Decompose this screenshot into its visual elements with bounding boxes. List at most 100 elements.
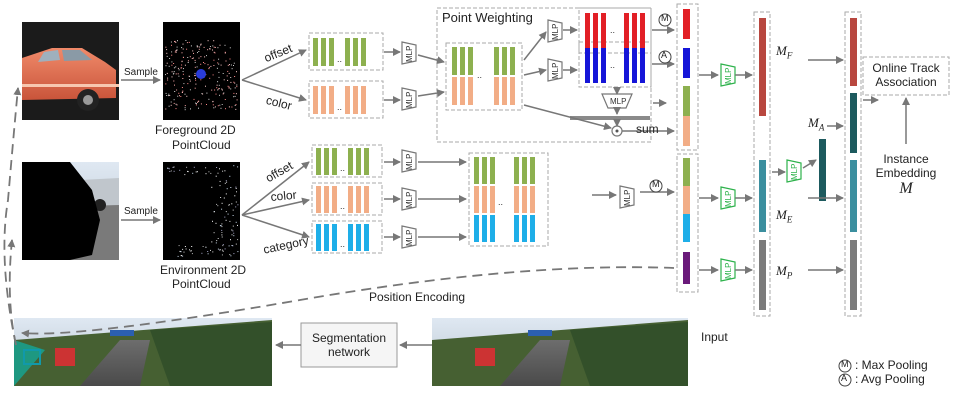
concat-bar-blue bbox=[683, 48, 690, 78]
point bbox=[190, 45, 192, 47]
point bbox=[221, 236, 223, 238]
point bbox=[188, 41, 190, 43]
point bbox=[236, 71, 237, 73]
feature-bar bbox=[585, 13, 590, 48]
point bbox=[196, 103, 197, 105]
point bbox=[212, 251, 214, 253]
legend-avg-symbol: A bbox=[841, 373, 848, 383]
point bbox=[186, 42, 188, 44]
point bbox=[228, 87, 230, 89]
feature-bar bbox=[356, 224, 361, 251]
point bbox=[230, 64, 232, 66]
point bbox=[218, 63, 220, 65]
point bbox=[233, 96, 235, 98]
sample-label-top: Sample bbox=[124, 67, 158, 78]
point bbox=[214, 106, 216, 108]
point bbox=[227, 70, 229, 72]
point bbox=[177, 73, 179, 75]
feature-bar bbox=[324, 224, 329, 251]
point bbox=[166, 62, 168, 64]
point bbox=[183, 68, 184, 70]
point bbox=[235, 243, 237, 245]
point bbox=[174, 84, 175, 86]
environment-pointcloud-image bbox=[163, 162, 240, 260]
point bbox=[217, 205, 219, 207]
feature-bar bbox=[514, 186, 519, 213]
point bbox=[208, 98, 210, 100]
sample-label-bottom: Sample bbox=[124, 206, 158, 217]
mlp-label: MLP bbox=[551, 63, 560, 79]
point bbox=[198, 57, 200, 59]
feature-bar bbox=[490, 215, 495, 242]
point bbox=[230, 187, 232, 188]
point bbox=[221, 249, 223, 251]
point bbox=[171, 64, 173, 66]
point bbox=[174, 41, 175, 43]
point bbox=[229, 220, 231, 222]
feature-bar bbox=[324, 148, 329, 175]
point bbox=[193, 52, 194, 54]
point bbox=[237, 239, 239, 241]
feature-bar bbox=[348, 148, 353, 175]
point bbox=[170, 101, 172, 103]
point bbox=[180, 255, 182, 257]
point bbox=[171, 51, 173, 53]
point bbox=[216, 167, 218, 168]
point bbox=[175, 73, 177, 75]
point bbox=[168, 93, 170, 95]
input-label: Input bbox=[701, 330, 728, 344]
point bbox=[203, 62, 204, 63]
point bbox=[175, 41, 177, 43]
point bbox=[169, 171, 171, 172]
point bbox=[224, 170, 226, 172]
output-road-scene-image bbox=[14, 318, 272, 386]
feature-bar bbox=[329, 38, 334, 66]
point bbox=[177, 40, 178, 42]
legend-max-pooling: : Max Pooling bbox=[855, 358, 928, 372]
point bbox=[226, 181, 228, 183]
point bbox=[201, 93, 203, 95]
point bbox=[216, 87, 218, 89]
feature-bar bbox=[321, 38, 326, 66]
online-line1: Online Track bbox=[872, 61, 940, 75]
point bbox=[194, 61, 196, 63]
point bbox=[218, 88, 220, 90]
point bbox=[174, 51, 176, 53]
point bbox=[167, 77, 169, 79]
point bbox=[181, 91, 183, 93]
feature-bar bbox=[490, 157, 495, 184]
point bbox=[182, 73, 184, 75]
feature-bar bbox=[482, 186, 487, 213]
point bbox=[224, 248, 226, 250]
point bbox=[230, 239, 231, 241]
point bbox=[237, 224, 238, 226]
avg-pool-symbol: A bbox=[661, 50, 668, 60]
point bbox=[217, 238, 219, 239]
feature-bar bbox=[356, 148, 361, 175]
feature-bar bbox=[348, 186, 353, 213]
feature-bar bbox=[460, 47, 465, 75]
point bbox=[227, 64, 229, 66]
point bbox=[219, 249, 221, 251]
point bbox=[233, 92, 235, 94]
point bbox=[183, 57, 184, 58]
point bbox=[184, 109, 186, 111]
point bbox=[176, 49, 178, 51]
feature-bar bbox=[324, 186, 329, 213]
feature-bar bbox=[593, 48, 598, 83]
point bbox=[211, 89, 213, 91]
foreground-pointcloud-title-line2: PointCloud bbox=[172, 138, 231, 152]
point bbox=[198, 48, 200, 50]
feature-bar bbox=[502, 47, 507, 75]
foreground-pointcloud-image bbox=[163, 22, 240, 120]
point bbox=[221, 104, 223, 105]
point bbox=[237, 251, 239, 253]
feature-bar bbox=[345, 38, 350, 66]
point bbox=[191, 58, 193, 59]
point bbox=[234, 195, 236, 197]
feature-bar bbox=[321, 86, 326, 114]
point bbox=[213, 40, 215, 42]
feature-bar bbox=[364, 148, 369, 175]
feature-bar bbox=[364, 186, 369, 213]
